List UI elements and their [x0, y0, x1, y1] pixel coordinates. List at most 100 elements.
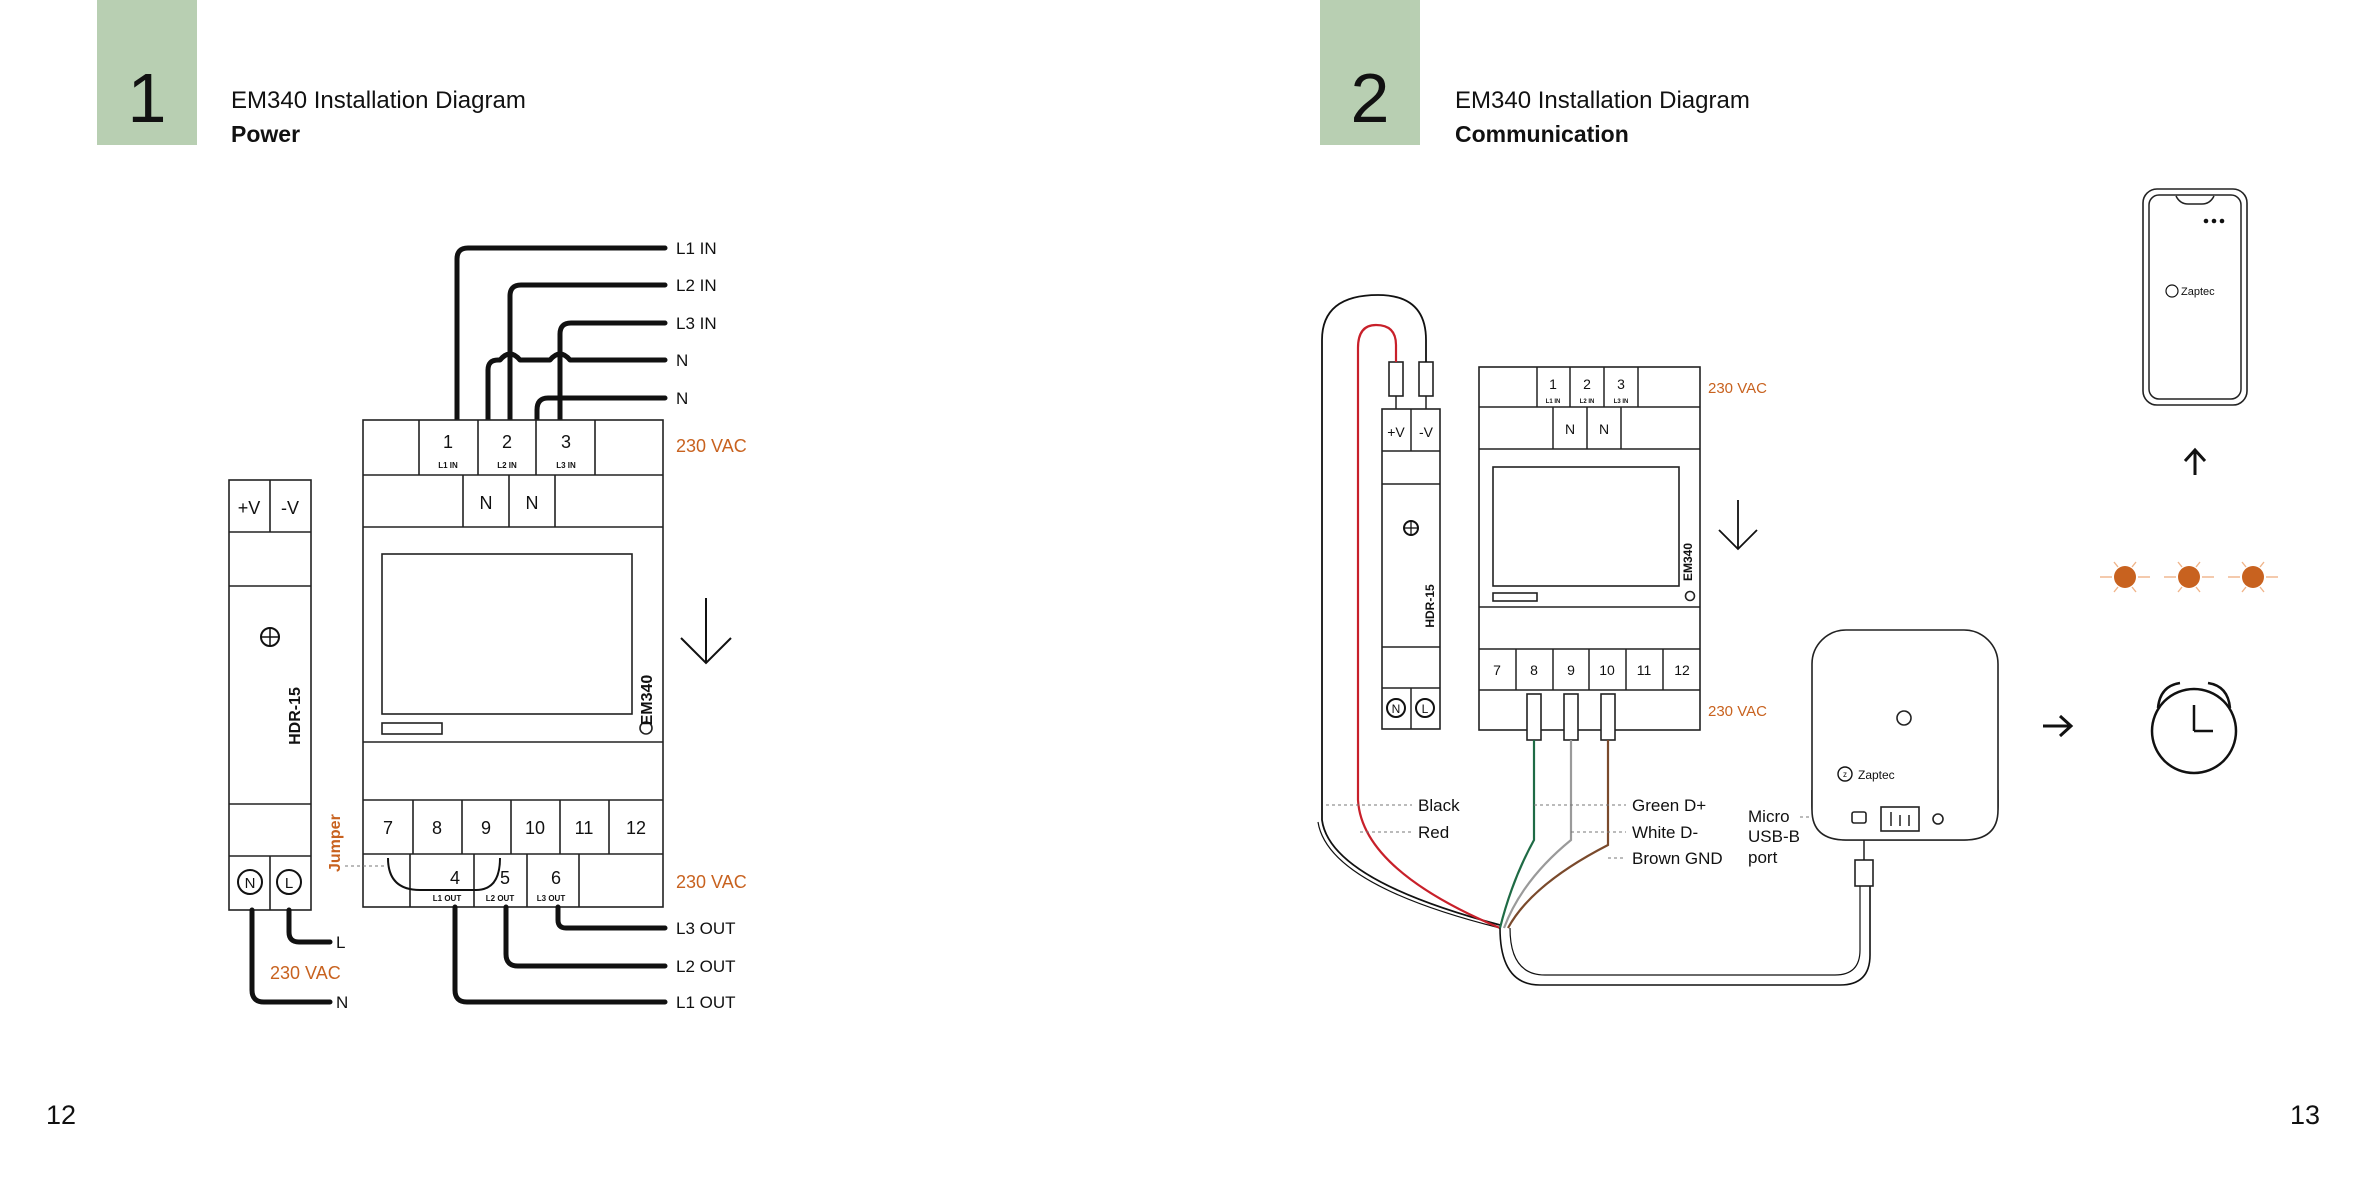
psu2-model: HDR-15	[1423, 584, 1437, 628]
hdr15-power-supply: +V -V HDR-15 N L	[228, 479, 312, 911]
terminal-1: 1	[443, 432, 453, 452]
s-terminal-7: 7	[1493, 662, 1501, 678]
s-terminal-1-sub: L1 IN	[1546, 399, 1561, 405]
psu-model: HDR-15	[287, 687, 304, 745]
label-l2-in: L2 IN	[676, 276, 717, 295]
s-terminal-3-sub: L3 IN	[1614, 399, 1629, 405]
terminal-2-sub: L2 IN	[497, 461, 517, 470]
page-number-right: 13	[2290, 1100, 2320, 1130]
screw-terminal-icon	[1403, 520, 1419, 536]
phone-brand: Zaptec	[2181, 286, 2215, 298]
psu2-terminal-l: L	[1422, 702, 1429, 716]
right-title: EM340 Installation Diagram	[1455, 87, 1750, 114]
terminal-4: 4	[450, 868, 460, 888]
blinking-leds-icon	[2100, 561, 2278, 593]
s-terminal-n-1: N	[1565, 421, 1575, 437]
left-subtitle: Power	[231, 121, 300, 147]
wire-l1-out	[452, 904, 668, 1005]
s-terminal-2-sub: L2 IN	[1580, 399, 1595, 405]
label-l3-out: L3 OUT	[676, 919, 736, 938]
step-badge-1	[97, 0, 197, 145]
psu-wire-l	[286, 907, 333, 945]
port-label-line1: Micro	[1748, 807, 1790, 826]
output-wires	[452, 904, 668, 1005]
right-page: 2 EM340 Installation Diagram Communicati…	[1317, 0, 2320, 1130]
port-label-line2: USB-B	[1748, 827, 1800, 846]
voltage-top-left: 230 VAC	[676, 436, 747, 456]
voltage-top-right: 230 VAC	[1708, 380, 1767, 397]
s-meter-model: EM340	[1681, 543, 1695, 581]
psu-label-l: L	[336, 933, 345, 952]
timer-icon	[2150, 681, 2238, 775]
voltage-psu-left: 230 VAC	[270, 963, 341, 983]
terminal-2: 2	[502, 432, 512, 452]
label-black: Black	[1418, 796, 1460, 815]
label-l3-in: L3 IN	[676, 314, 717, 333]
psu-wire-n	[249, 907, 333, 1005]
voltage-bottom-right: 230 VAC	[1708, 703, 1767, 720]
zaptec-charger: z Zaptec	[1811, 629, 1999, 841]
input-wires	[454, 245, 668, 481]
meter-model: EM340	[639, 675, 656, 726]
label-red: Red	[1418, 823, 1449, 842]
zaptec-logo-icon: z	[1837, 766, 1853, 782]
terminal-9: 9	[481, 818, 491, 838]
wire-l3-in	[557, 320, 668, 427]
terminal-10: 10	[525, 818, 545, 838]
terminal-3: 3	[561, 432, 571, 452]
psu2-terminal-n: N	[1392, 702, 1401, 716]
s-terminal-3: 3	[1617, 376, 1625, 392]
terminal-6-sub: L3 OUT	[537, 894, 566, 903]
arrow-down-icon	[680, 598, 732, 665]
step-badge-2	[1320, 0, 1420, 145]
label-green: Green D+	[1632, 796, 1706, 815]
label-l2-out: L2 OUT	[676, 957, 736, 976]
label-l1-out: L1 OUT	[676, 993, 736, 1012]
label-brown: Brown GND	[1632, 849, 1723, 868]
terminal-6: 6	[551, 868, 561, 888]
label-n-1: N	[676, 351, 688, 370]
right-subtitle: Communication	[1455, 121, 1629, 147]
psu-terminal-l: L	[285, 875, 293, 892]
psu2-plus: +V	[1387, 424, 1405, 440]
screw-terminal-icon	[260, 627, 280, 647]
charger-brand: Zaptec	[1858, 768, 1895, 782]
em340-meter-small: 1 L1 IN 2 L2 IN 3 L3 IN N N EM340 7 8 9 …	[1478, 366, 1701, 741]
s-terminal-11: 11	[1637, 662, 1652, 678]
arrow-down-icon	[1718, 500, 1758, 551]
terminal-7: 7	[383, 818, 393, 838]
label-l1-in: L1 IN	[676, 239, 717, 258]
left-page: 1 EM340 Installation Diagram Power 12 L1…	[46, 0, 747, 1130]
label-white: White D-	[1632, 823, 1698, 842]
voltage-bottom-left: 230 VAC	[676, 872, 747, 892]
hdr15-power-supply-small: +V -V HDR-15 N L	[1381, 408, 1441, 730]
wire-l2-in	[507, 282, 668, 427]
terminal-4-sub: L1 OUT	[433, 894, 462, 903]
psu-terminal-n: N	[245, 875, 256, 892]
terminal-5-sub: L2 OUT	[486, 894, 515, 903]
wire-n-1	[485, 351, 668, 481]
s-terminal-10: 10	[1599, 662, 1615, 678]
psu2-minus: -V	[1419, 424, 1434, 440]
terminal-12: 12	[626, 818, 646, 838]
meter-display	[381, 553, 633, 715]
psu-label-n: N	[336, 993, 348, 1012]
terminal-5: 5	[500, 868, 510, 888]
wire-n-2	[534, 395, 668, 481]
s-terminal-9: 9	[1567, 662, 1575, 678]
terminal-n-2: N	[526, 493, 539, 513]
jumper-label: Jumper	[327, 814, 344, 872]
terminal-1-sub: L1 IN	[438, 461, 458, 470]
terminal-8: 8	[432, 818, 442, 838]
s-meter-display	[1492, 466, 1680, 587]
wire-l1-in	[454, 245, 668, 427]
wire-l2-out	[503, 904, 668, 969]
s-terminal-8: 8	[1530, 662, 1538, 678]
phone-icon: Zaptec	[2142, 188, 2248, 406]
port-label-line3: port	[1748, 848, 1778, 867]
step-number-2: 2	[1351, 59, 1390, 137]
s-terminal-n-2: N	[1599, 421, 1609, 437]
s-terminal-12: 12	[1674, 662, 1690, 678]
wire-l3-out	[555, 904, 668, 931]
